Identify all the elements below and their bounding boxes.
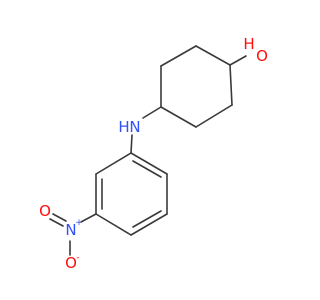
hydroxyl-hydrogen-label: H bbox=[243, 35, 254, 53]
aromatic-inner-bond bbox=[132, 210, 162, 228]
bond bbox=[95, 152, 132, 175]
bond-n-o-double-b bbox=[49, 218, 64, 227]
bond-c-nh bbox=[142, 106, 162, 119]
bond bbox=[195, 104, 233, 128]
nitro-nitrogen-label: N bbox=[65, 221, 76, 239]
bond-c-oh bbox=[229, 55, 247, 66]
bond bbox=[160, 45, 197, 67]
bond bbox=[195, 45, 231, 66]
aromatic-inner-bond bbox=[132, 160, 162, 178]
nitro-oxygen-double-label: O bbox=[39, 202, 51, 220]
cyclohexane-ring bbox=[160, 45, 233, 128]
benzene-ring bbox=[95, 152, 168, 236]
bond bbox=[130, 152, 168, 175]
amine-nitrogen-label: N bbox=[129, 118, 140, 136]
bond bbox=[160, 106, 197, 128]
bond-n-o-double-a bbox=[52, 213, 67, 222]
nitro-plus-charge: + bbox=[75, 218, 83, 228]
nitro-minus-charge: - bbox=[76, 253, 79, 263]
bond-nh-aryl bbox=[130, 134, 133, 154]
hydroxyl-oxygen-label: O bbox=[256, 47, 268, 65]
bond bbox=[95, 213, 132, 236]
bond bbox=[130, 213, 168, 236]
nitro-oxygen-single-label: O bbox=[65, 254, 77, 272]
molecule-structure: H O H N N + O O - bbox=[39, 35, 268, 272]
bond-aryl-no2 bbox=[80, 213, 97, 223]
bond bbox=[229, 64, 233, 106]
amine-hydrogen-label: H bbox=[118, 118, 129, 136]
